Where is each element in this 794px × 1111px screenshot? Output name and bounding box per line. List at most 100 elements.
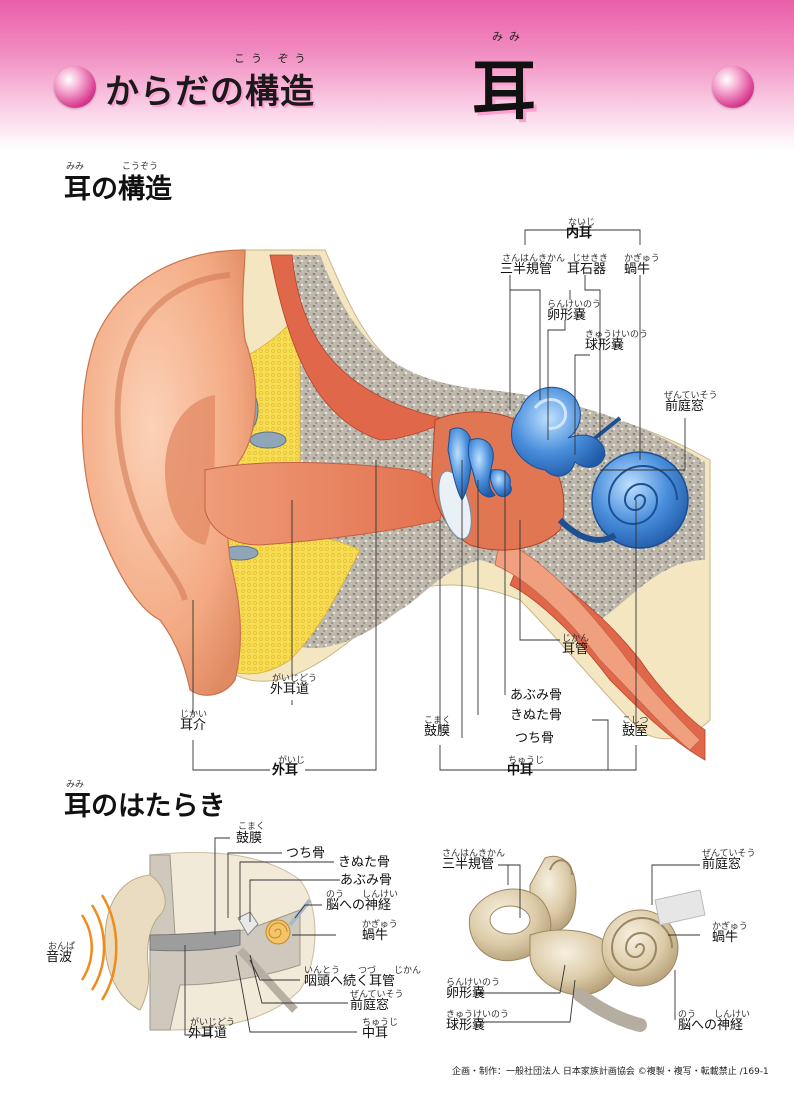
s2-vestibule-ruby: ぜんていそう bbox=[350, 990, 404, 1000]
s2r-cochlea-label: 蝸牛 bbox=[712, 930, 739, 945]
cochlea-spiral bbox=[607, 465, 678, 525]
incus-label: きぬた骨 bbox=[510, 708, 563, 723]
s2-middle-ear-ruby: ちゅうじ bbox=[362, 1018, 399, 1028]
saccule-ruby: きゅうけいのう bbox=[585, 330, 649, 340]
muscle-band bbox=[269, 254, 452, 441]
s2-pharynx-ruby: いんとう つづ じかん bbox=[304, 966, 422, 976]
leader-lines-inner bbox=[478, 864, 700, 1023]
semicircular-ruby: さんはんきかん bbox=[502, 254, 566, 264]
s2-pharynx-label: 咽頭へ続く耳管 bbox=[304, 974, 396, 989]
stapes-label: あぶみ骨 bbox=[510, 688, 563, 703]
stapes-bone bbox=[489, 469, 512, 498]
s2-sound-label: 音波 bbox=[46, 950, 73, 965]
page-title: からだの構造 bbox=[105, 72, 315, 112]
s2-eardrum-label: 鼓膜 bbox=[236, 831, 263, 846]
cochlea-ruby: かぎゅう bbox=[624, 254, 660, 264]
vestibule-ruby: ぜんていそう bbox=[664, 391, 718, 401]
s2-eardrum-ruby: こまく bbox=[238, 822, 266, 832]
s2r-nerve-ruby: のう しんけい bbox=[678, 1010, 751, 1020]
saccule-label: 球形嚢 bbox=[585, 338, 625, 353]
malleus-bone bbox=[447, 427, 473, 501]
s2r-semicircular-label: 三半規管 bbox=[442, 857, 495, 872]
gland-oval bbox=[249, 431, 287, 449]
tube-small bbox=[237, 947, 298, 1013]
hearing-diagram bbox=[104, 852, 316, 1031]
middle-ear-label: 中耳 bbox=[507, 763, 534, 778]
s2-ear-canal-ruby: がいじどう bbox=[190, 1018, 236, 1028]
window-pad bbox=[654, 889, 706, 926]
title-ruby: こう ぞう bbox=[234, 52, 312, 65]
s2-malleus-label: つち骨 bbox=[286, 846, 326, 861]
tympanic-label: 鼓室 bbox=[622, 724, 649, 739]
otolith-ruby: じせきき bbox=[572, 254, 609, 264]
incus-bone bbox=[467, 438, 496, 498]
section-title-text: 耳のはたらき bbox=[64, 791, 226, 822]
s2r-cochlea-ruby: かぎゅう bbox=[712, 922, 748, 932]
sound-waves bbox=[80, 894, 118, 1001]
eardrum-ruby: こまく bbox=[424, 716, 452, 726]
utricle-ruby: らんけいのう bbox=[547, 300, 602, 310]
eustachian-tube bbox=[494, 539, 701, 751]
inner-ear-model bbox=[468, 855, 706, 1032]
eardrum-label: 鼓膜 bbox=[424, 724, 451, 739]
s2r-saccule-label: 球形嚢 bbox=[446, 1018, 486, 1033]
main-character: 耳 bbox=[472, 54, 536, 129]
vestibule-body bbox=[529, 929, 618, 996]
footer-credit: 企画・制作：一般社団法人 日本家族計画協会 ©複製・複写・転載禁止 /169-1 bbox=[452, 1067, 769, 1077]
s2-nerve-ruby: のう しんけい bbox=[326, 890, 399, 900]
cochlea-small-spiral bbox=[268, 922, 288, 939]
tympanic-ruby: こしつ bbox=[622, 716, 649, 726]
inner-ear-ruby: ないじ bbox=[568, 218, 596, 228]
ear-canal-ruby: がいじどう bbox=[272, 674, 318, 684]
s2-nerve-label: 脳への神経 bbox=[326, 898, 392, 913]
main-char-ruby: みみ bbox=[492, 30, 526, 43]
outer-ear-ruby: がいじ bbox=[278, 756, 306, 766]
semicircular-label: 三半規管 bbox=[500, 262, 553, 277]
decorative-orb-left bbox=[54, 66, 96, 108]
nerve-large bbox=[573, 988, 647, 1032]
s2-incus-label: きぬた骨 bbox=[338, 855, 391, 870]
s2-cochlea-ruby: かぎゅう bbox=[362, 920, 398, 930]
s2r-saccule-ruby: きゅうけいのう bbox=[446, 1010, 510, 1020]
vestibule-label: 前庭窓 bbox=[665, 399, 705, 414]
s2r-vestibule-ruby: ぜんていそう bbox=[702, 849, 756, 859]
section-title-function: 耳のはたらき bbox=[58, 791, 238, 824]
s2r-vestibule-label: 前庭窓 bbox=[702, 857, 742, 872]
cochlea-label: 蝸牛 bbox=[624, 262, 651, 277]
semicircular-loop bbox=[533, 398, 568, 430]
page-header: こう ぞう からだの構造 みみ 耳 bbox=[0, 0, 794, 150]
ear-canal-label: 外耳道 bbox=[270, 682, 310, 697]
cochlea-large-spiral bbox=[610, 917, 673, 971]
nerve-small bbox=[288, 898, 312, 927]
eustachian-label: 耳管 bbox=[562, 642, 589, 657]
inner-ear-label: 内耳 bbox=[566, 226, 593, 241]
malleus-label: つち骨 bbox=[515, 731, 555, 746]
decorative-orb-right bbox=[712, 66, 754, 108]
outer-ear-label: 外耳 bbox=[272, 763, 299, 778]
s2-cochlea-label: 蝸牛 bbox=[362, 928, 389, 943]
s2-middle-ear-label: 中耳 bbox=[362, 1026, 389, 1041]
section-title-text: 耳の構造 bbox=[64, 174, 172, 205]
semicircular-small-loop bbox=[549, 859, 573, 876]
semicircular-hole bbox=[489, 905, 531, 935]
auricle-ruby: じかい bbox=[180, 710, 208, 720]
section-title-structure: 耳の構造 bbox=[58, 174, 184, 207]
section1-ruby-a: みみ bbox=[66, 162, 85, 172]
s2-stapes-label: あぶみ骨 bbox=[340, 873, 393, 888]
middle-ear-ruby: ちゅうじ bbox=[508, 756, 545, 766]
s2-vestibule-label: 前庭窓 bbox=[350, 998, 390, 1013]
s2r-nerve-label: 脳への神経 bbox=[678, 1018, 744, 1033]
leader-lines-hearing bbox=[184, 837, 357, 1036]
canal-small bbox=[149, 929, 241, 952]
utricle-label: 卵形嚢 bbox=[547, 308, 587, 323]
s2r-utricle-ruby: らんけいのう bbox=[446, 978, 501, 988]
section2-ruby: みみ bbox=[66, 780, 85, 790]
otolith-label: 耳石器 bbox=[567, 262, 607, 277]
s2r-utricle-label: 卵形嚢 bbox=[446, 986, 486, 1001]
vestibule-line bbox=[593, 416, 622, 440]
auricle-small bbox=[104, 874, 166, 1011]
s2-sound-ruby: おんぱ bbox=[48, 942, 76, 952]
auricle-label: 耳介 bbox=[180, 718, 207, 733]
s2r-semicircular-ruby: さんはんきかん bbox=[442, 849, 506, 859]
